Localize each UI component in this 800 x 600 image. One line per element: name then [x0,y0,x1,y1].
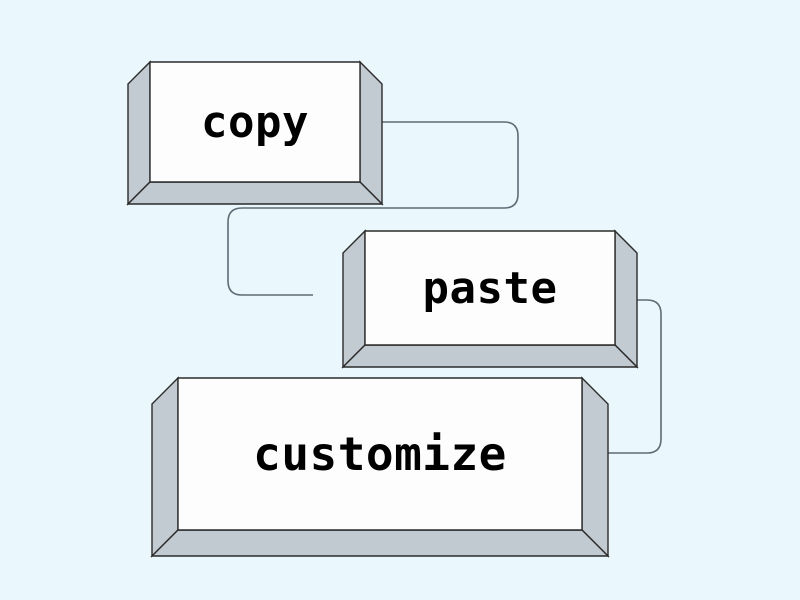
connector-paste-to-customize [570,299,662,454]
key-copy-right-bevel [359,60,383,206]
key-paste-shape [341,229,639,369]
key-customize-face [177,377,583,531]
key-copy-bottom-bevel [126,181,384,205]
key-copy-shape [126,60,384,206]
key-customize-left-bevel [151,376,179,558]
key-paste-bottom-bevel [341,344,639,368]
key-customize[interactable]: customize [150,376,610,558]
connector-copy-to-paste [227,121,519,296]
key-paste-left-bevel [342,229,366,369]
key-paste[interactable]: paste [341,229,639,369]
key-customize-bottom-bevel [150,529,610,557]
key-customize-shape [150,376,610,558]
key-copy-face [149,61,361,183]
key-paste-face [364,230,616,346]
key-copy-left-bevel [127,60,151,206]
key-customize-right-bevel [581,376,609,558]
key-paste-right-bevel [614,229,638,369]
key-copy[interactable]: copy [126,60,384,206]
